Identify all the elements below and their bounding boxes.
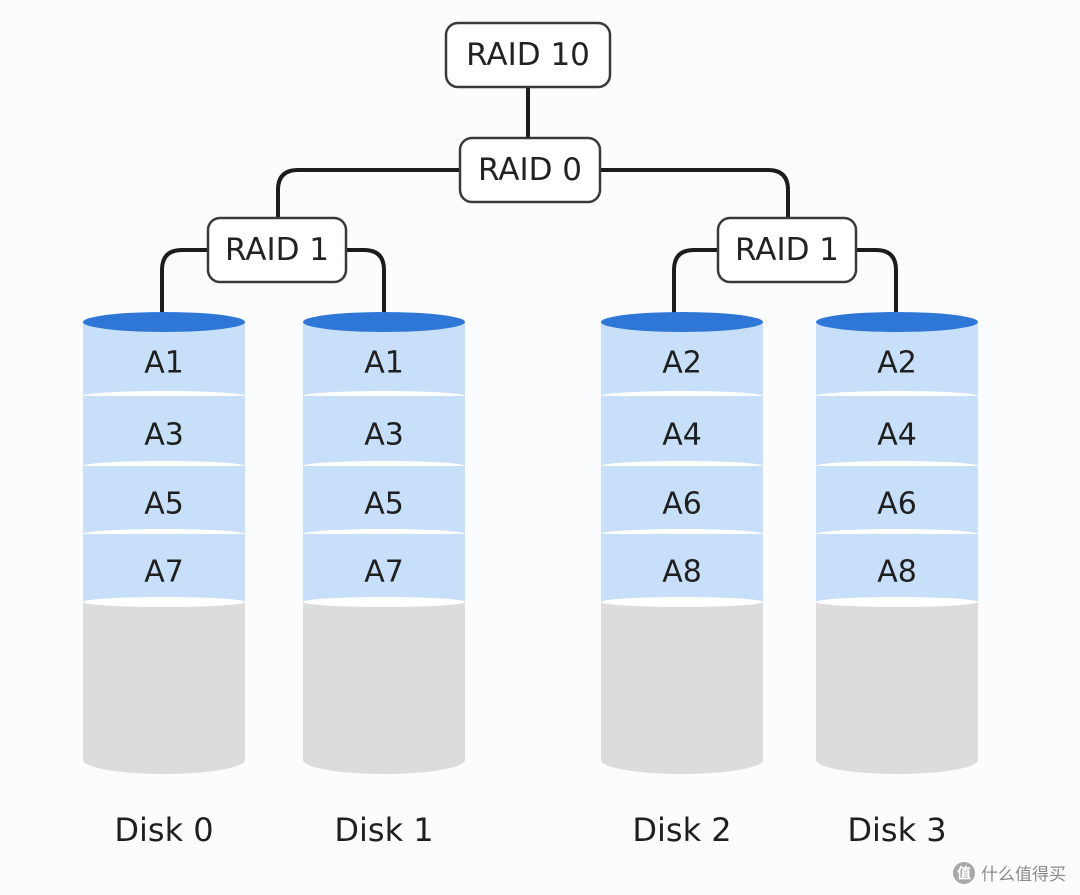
block-label: A6: [877, 487, 917, 522]
data-block: [303, 322, 465, 396]
data-block: [816, 466, 978, 534]
disk-top: [816, 312, 978, 332]
disk-label: Disk 3: [847, 811, 946, 849]
block-label: A3: [364, 418, 404, 453]
data-block: [601, 534, 763, 602]
block-label: A5: [144, 487, 184, 522]
disk-label: Disk 1: [334, 811, 433, 849]
block-separator: [303, 597, 465, 607]
block-separator: [601, 597, 763, 607]
disk-bottom: [601, 746, 763, 774]
raid1-left-node: RAID 1: [206, 216, 348, 284]
block-label: A2: [662, 346, 702, 381]
connectors: [160, 86, 898, 322]
data-block: [816, 396, 978, 466]
raid10-label: RAID 10: [466, 37, 590, 73]
raid1-right-label: RAID 1: [735, 232, 839, 268]
watermark-text: 什么值得买: [981, 865, 1066, 885]
data-block: [816, 322, 978, 396]
connector-right-raid1-to-disk3: [856, 248, 898, 322]
data-block: [83, 322, 245, 396]
block-label: A1: [144, 346, 184, 381]
block-separator: [816, 597, 978, 607]
data-block: [816, 534, 978, 602]
raid1-right-node: RAID 1: [716, 216, 858, 284]
disk-bottom: [303, 746, 465, 774]
disk-label: Disk 0: [114, 811, 213, 849]
block-separator: [83, 597, 245, 607]
disk-top: [303, 312, 465, 332]
block-label: A2: [877, 346, 917, 381]
block-label: A8: [662, 555, 702, 590]
raid0-node: RAID 0: [458, 136, 602, 204]
data-block: [83, 534, 245, 602]
data-block: [601, 322, 763, 396]
data-block: [303, 534, 465, 602]
disk-top: [601, 312, 763, 332]
block-label: A3: [144, 418, 184, 453]
data-block: [83, 466, 245, 534]
block-label: A1: [364, 346, 404, 381]
watermark: 值 什么值得买: [953, 860, 1066, 885]
raid10-node: RAID 10: [444, 21, 612, 89]
connector-left-raid1-to-disk0: [160, 248, 208, 322]
raid0-label: RAID 0: [478, 152, 582, 188]
connector-raid0-to-left-raid1: [276, 168, 460, 218]
connector-left-raid1-to-disk1: [346, 248, 386, 322]
data-block: [303, 466, 465, 534]
block-label: A8: [877, 555, 917, 590]
connector-raid0-to-right-raid1: [600, 168, 790, 218]
data-block: [83, 396, 245, 466]
disk-label: Disk 2: [632, 811, 731, 849]
block-label: A4: [877, 418, 917, 453]
block-label: A5: [364, 487, 404, 522]
block-label: A7: [364, 555, 404, 590]
data-block: [601, 466, 763, 534]
block-label: A4: [662, 418, 702, 453]
data-block: [601, 396, 763, 466]
raid1-left-label: RAID 1: [225, 232, 329, 268]
disk-top: [83, 312, 245, 332]
block-label: A6: [662, 487, 702, 522]
connector-right-raid1-to-disk2: [672, 248, 718, 322]
block-label: A7: [144, 555, 184, 590]
data-block: [303, 396, 465, 466]
disk-bottom: [83, 746, 245, 774]
watermark-logo: 值: [953, 861, 975, 884]
disk-bottom: [816, 746, 978, 774]
